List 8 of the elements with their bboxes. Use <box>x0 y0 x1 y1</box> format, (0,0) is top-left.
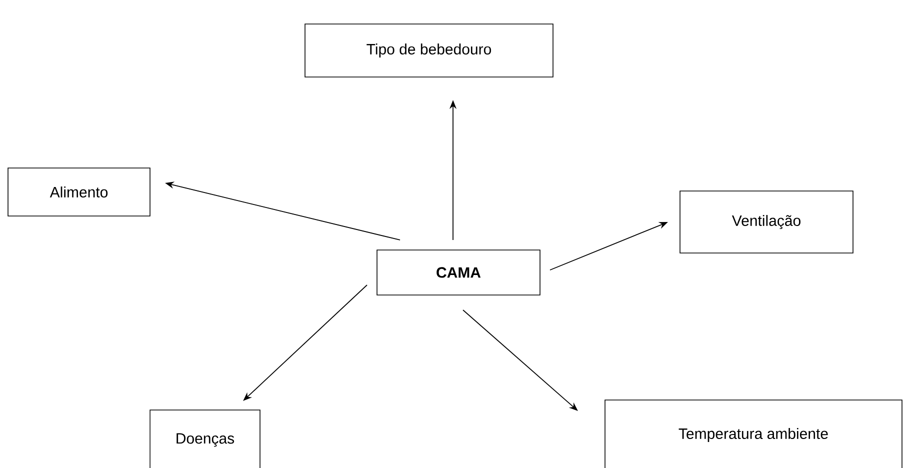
text-box: Alimento <box>8 168 150 216</box>
text-box: Ventilação <box>680 190 854 254</box>
text-box: Tipo de bebedouro <box>304 24 554 78</box>
arrow <box>462 310 578 411</box>
arrow <box>243 284 368 401</box>
text-box: Doenças <box>150 410 260 468</box>
text-box: CAMA <box>376 250 540 296</box>
text-box: Temperatura ambiente <box>604 400 902 468</box>
